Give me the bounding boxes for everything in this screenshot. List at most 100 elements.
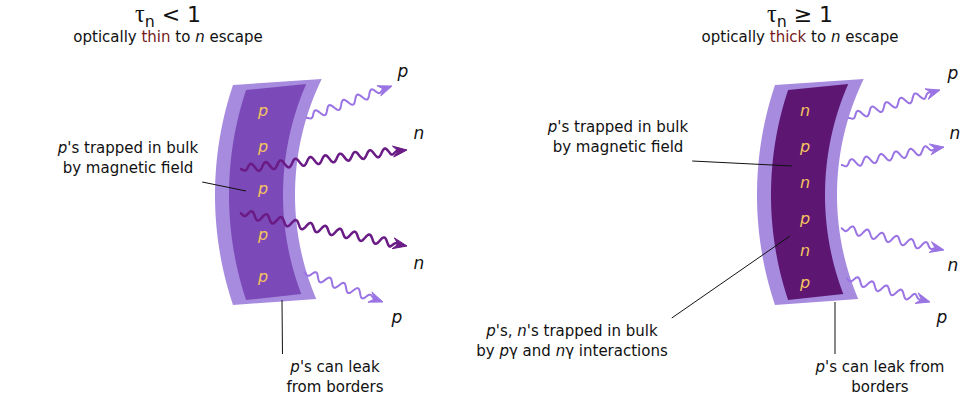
text-run: thick xyxy=(770,28,807,46)
particle-label: p xyxy=(392,306,403,328)
plasma-slab: ppppp xyxy=(210,70,310,315)
text-run: p xyxy=(392,307,403,327)
text-run: τ xyxy=(135,0,145,27)
text-run: n xyxy=(414,123,425,143)
text-run: p xyxy=(398,61,409,81)
text-run: p xyxy=(392,307,403,327)
text-run: < xyxy=(162,2,180,27)
text-run: p xyxy=(937,307,948,327)
text-run: pγ xyxy=(499,342,517,360)
text-run: p xyxy=(398,61,409,81)
particle-symbol: n xyxy=(800,101,810,121)
text-run: p xyxy=(800,273,810,292)
panel-title: τn < 1 xyxy=(135,0,201,31)
text-run: leak xyxy=(348,358,379,376)
text-run: p xyxy=(258,101,268,120)
particle-arrow xyxy=(304,272,383,302)
text-run: nγ xyxy=(556,342,574,360)
particle-label: n xyxy=(414,122,425,144)
panel-subtitle: optically thick to n escape xyxy=(702,28,899,48)
text-run: n xyxy=(414,123,425,143)
text-run: n xyxy=(831,28,841,46)
text-run: p's xyxy=(290,358,311,376)
particle-label: n xyxy=(948,254,959,276)
particle-arrow xyxy=(846,277,930,303)
text-run: p xyxy=(258,101,268,120)
particle-symbol: p xyxy=(258,179,268,199)
leader-line xyxy=(692,161,792,166)
text-run: p xyxy=(948,63,959,83)
text-run: in xyxy=(607,322,621,340)
leader-line xyxy=(202,182,246,191)
text-run: p xyxy=(258,267,268,286)
text-run: can xyxy=(317,358,344,376)
text-run: n xyxy=(800,173,810,192)
arrow-head xyxy=(368,292,383,302)
text-run: n xyxy=(800,173,810,192)
text-run: n xyxy=(950,123,961,143)
callout-label: p's trapped in bulk by magnetic field xyxy=(548,118,688,157)
wavy-shaft xyxy=(841,226,935,249)
particle-symbol: p xyxy=(800,209,810,229)
text-run: p's, xyxy=(486,322,512,340)
panel-subtitle: optically thin to n escape xyxy=(73,28,262,48)
text-run: interactions xyxy=(579,342,668,360)
particle-symbol: n xyxy=(800,173,810,193)
leader-line xyxy=(672,236,790,318)
particle-arrow xyxy=(240,146,407,171)
text-run: p's xyxy=(548,118,569,136)
text-run: p xyxy=(258,267,268,286)
callout-label: p's can leak from borders xyxy=(816,358,945,397)
wavy-shaft xyxy=(240,211,398,246)
text-run: n xyxy=(831,28,841,46)
text-run: p xyxy=(258,137,268,156)
particle-arrow xyxy=(841,144,944,166)
text-run: τ xyxy=(767,0,777,27)
particle-label: n xyxy=(950,122,961,144)
text-run: p xyxy=(258,179,268,198)
text-run: trapped xyxy=(544,322,603,340)
text-run: p xyxy=(499,342,509,360)
text-run: n xyxy=(948,255,959,275)
text-run: in xyxy=(148,139,162,157)
particle-arrow xyxy=(306,86,392,119)
text-run: p xyxy=(800,209,810,228)
wavy-shaft xyxy=(846,277,921,299)
text-run: n xyxy=(517,322,527,340)
text-run: n xyxy=(414,253,425,273)
particle-symbol: p xyxy=(258,137,268,157)
text-run: n's xyxy=(517,322,538,340)
text-run: to xyxy=(811,28,826,46)
arrow-head xyxy=(925,89,940,100)
text-run: n xyxy=(414,253,425,273)
text-run: p xyxy=(937,307,948,327)
text-run: magnetic xyxy=(576,138,646,156)
particle-symbol: n xyxy=(800,241,810,261)
text-run: 1 xyxy=(819,2,833,27)
text-run: p xyxy=(258,137,268,156)
text-run: n xyxy=(145,12,155,31)
wavy-shaft xyxy=(848,92,931,118)
wavy-shaft xyxy=(306,89,384,118)
text-run: n xyxy=(800,101,810,120)
text-run: to xyxy=(175,28,190,46)
text-run: p's xyxy=(58,139,79,157)
text-run: p xyxy=(548,118,558,136)
text-run: p xyxy=(800,273,810,292)
plasma-slab: npnpnp xyxy=(752,70,852,315)
text-run: n xyxy=(948,255,959,275)
arrow-head xyxy=(929,144,944,155)
wavy-shaft xyxy=(841,146,935,166)
text-run: optically xyxy=(73,28,136,46)
text-run: p xyxy=(290,358,300,376)
text-run: p xyxy=(258,225,268,244)
particle-label: n xyxy=(414,252,425,274)
text-run: n xyxy=(800,101,810,120)
text-run: by xyxy=(63,159,81,177)
arrow-head xyxy=(929,242,944,253)
arrow-head xyxy=(392,146,407,157)
particle-symbol: p xyxy=(800,273,810,293)
callout-label: p's trapped in bulk by magnetic field xyxy=(58,139,198,178)
text-run: magnetic xyxy=(86,159,156,177)
